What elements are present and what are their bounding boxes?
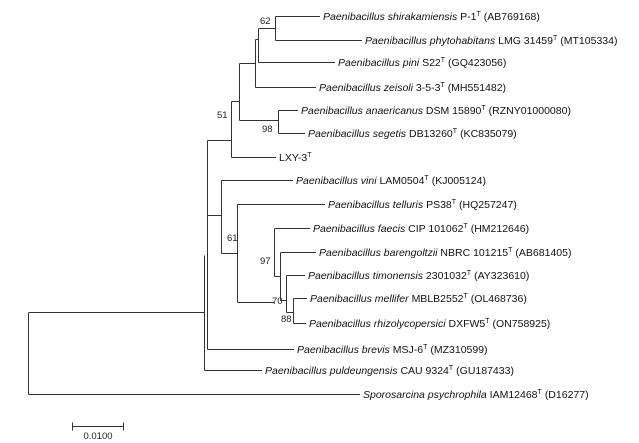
accession-number: (MT105334) <box>560 35 617 47</box>
species-name: Sporosarcina psychrophila <box>363 389 487 401</box>
leaf-puldeungensis: Paenibacillus puldeungensis CAU 9324T(GU… <box>265 365 514 377</box>
bootstrap-62: 62 <box>260 16 271 27</box>
type-strain-mark: T <box>485 318 490 325</box>
leaf-lxy3: LXY-3T <box>279 152 312 164</box>
leaf-rhizolycopersici: Paenibacillus rhizolycopersici DXFW5T(ON… <box>309 318 550 330</box>
accession-number: (AY323610) <box>474 270 529 282</box>
bootstrap-88: 88 <box>281 314 292 325</box>
leaf-timonensis: Paenibacillus timonensis 2301032T(AY3236… <box>308 270 529 282</box>
leaf-brevis: Paenibacillus brevis MSJ-6T(MZ310599) <box>297 344 488 356</box>
strain-id: DB13260 <box>409 128 453 140</box>
species-name: Paenibacillus mellifer <box>310 293 409 305</box>
accession-number: (AB769168) <box>484 11 540 23</box>
species-name: Paenibacillus barengoltzii <box>319 247 438 259</box>
accession-number: (AB681405) <box>515 247 571 259</box>
leaf-zeisoli: Paenibacillus zeisoli 3-5-3T(MH551482) <box>319 82 506 94</box>
species-name: Paenibacillus shirakamiensis <box>323 11 458 23</box>
species-name: Paenibacillus puldeungensis <box>265 365 398 377</box>
accession-number: (MH551482) <box>448 82 506 94</box>
type-strain-mark: T <box>441 57 446 64</box>
type-strain-mark: T <box>452 199 457 206</box>
species-name: Paenibacillus timonensis <box>308 270 424 282</box>
tree-branches <box>28 16 362 431</box>
accession-number: (KJ005124) <box>432 175 486 187</box>
strain-id: PS38 <box>426 199 452 211</box>
leaf-phytohabitans: Paenibacillus phytohabitans LMG 31459T(M… <box>365 35 617 47</box>
accession-number: (KC835079) <box>460 128 517 140</box>
type-strain-mark: T <box>440 82 445 89</box>
species-name: Paenibacillus brevis <box>297 344 391 356</box>
strain-id: MBLB2552 <box>412 293 464 305</box>
species-name: Paenibacillus segetis <box>308 128 407 140</box>
bootstrap-98: 98 <box>262 124 273 135</box>
leaf-segetis: Paenibacillus segetis DB13260T(KC835079) <box>308 128 517 140</box>
leaf-faecis: Paenibacillus faecis CIP 101062T(HM21264… <box>313 223 529 235</box>
strain-id: IAM12468 <box>490 389 538 401</box>
type-strain-mark: T <box>467 270 472 277</box>
strain-id: MSJ-6 <box>393 344 423 356</box>
species-name: Paenibacillus faecis <box>313 223 406 235</box>
accession-number: (ON758925) <box>493 318 551 330</box>
type-strain-mark: T <box>423 344 428 351</box>
type-strain-mark: T <box>508 247 513 254</box>
leaf-labels: Paenibacillus shirakamiensis P-1T(AB7691… <box>265 11 617 401</box>
leaf-vini: Paenibacillus vini LAM0504T(KJ005124) <box>296 175 486 187</box>
strain-id: NBRC 101215 <box>440 247 508 259</box>
strain-id: LAM0504 <box>379 175 424 187</box>
accession-number: (MZ310599) <box>430 344 487 356</box>
type-strain-mark: T <box>453 128 458 135</box>
type-strain-mark: T <box>464 293 469 300</box>
leaf-telluris: Paenibacillus telluris PS38T(HQ257247) <box>328 199 517 211</box>
leaf-barengoltzii: Paenibacillus barengoltzii NBRC 101215T(… <box>319 247 571 259</box>
bootstrap-values: 62 51 98 61 97 70 88 <box>217 16 292 325</box>
species-name: Paenibacillus rhizolycopersici <box>309 318 446 330</box>
species-name: Paenibacillus vini <box>296 175 377 187</box>
type-strain-mark: T <box>477 11 482 18</box>
bootstrap-51: 51 <box>217 110 228 121</box>
scale-bar <box>72 422 124 431</box>
strain-id: 2301032 <box>426 270 467 282</box>
accession-number: (HM212646) <box>471 223 529 235</box>
type-strain-mark: T <box>424 175 429 182</box>
leaf-pini: Paenibacillus pini S22T(GQ423056) <box>338 57 506 69</box>
strain-id: CIP 101062 <box>408 223 463 235</box>
strain-id: 3-5-3 <box>416 82 441 94</box>
leaf-psychrophila: Sporosarcina psychrophila IAM12468T(D162… <box>363 389 589 401</box>
scale-bar-label: 0.0100 <box>83 431 112 442</box>
strain-id: P-1 <box>460 11 477 23</box>
accession-number: (RZNY01000080) <box>489 105 571 117</box>
leaf-mellifer: Paenibacillus mellifer MBLB2552T(OL46873… <box>310 293 527 305</box>
leaf-shirakamiensis: Paenibacillus shirakamiensis P-1T(AB7691… <box>323 11 540 23</box>
strain-id: DXFW5 <box>448 318 485 330</box>
type-strain-mark: T <box>553 35 558 42</box>
bootstrap-70: 70 <box>272 296 283 307</box>
strain-id: LMG 31459 <box>498 35 553 47</box>
type-strain-mark: T <box>307 152 312 159</box>
type-strain-mark: T <box>463 223 468 230</box>
bootstrap-97: 97 <box>260 256 271 267</box>
type-strain-mark: T <box>538 389 543 396</box>
bootstrap-61: 61 <box>227 233 238 244</box>
species-name: Paenibacillus telluris <box>328 199 424 211</box>
accession-number: (HQ257247) <box>459 199 517 211</box>
strain-id: CAU 9324 <box>400 365 449 377</box>
species-name: Paenibacillus pini <box>338 57 420 69</box>
accession-number: (OL468736) <box>471 293 527 305</box>
type-strain-mark: T <box>449 365 454 372</box>
leaf-anaericanus: Paenibacillus anaericanus DSM 15890T(RZN… <box>301 105 571 117</box>
strain-id: S22 <box>422 57 441 69</box>
strain-id: DSM 15890 <box>426 105 482 117</box>
accession-number: (D16277) <box>545 389 589 401</box>
species-name: Paenibacillus zeisoli <box>319 82 414 94</box>
species-name: Paenibacillus phytohabitans <box>365 35 496 47</box>
species-name: Paenibacillus anaericanus <box>301 105 424 117</box>
accession-number: (GQ423056) <box>448 57 506 69</box>
accession-number: (GU187433) <box>456 365 514 377</box>
type-strain-mark: T <box>481 105 486 112</box>
strain-id: LXY-3 <box>279 152 307 164</box>
